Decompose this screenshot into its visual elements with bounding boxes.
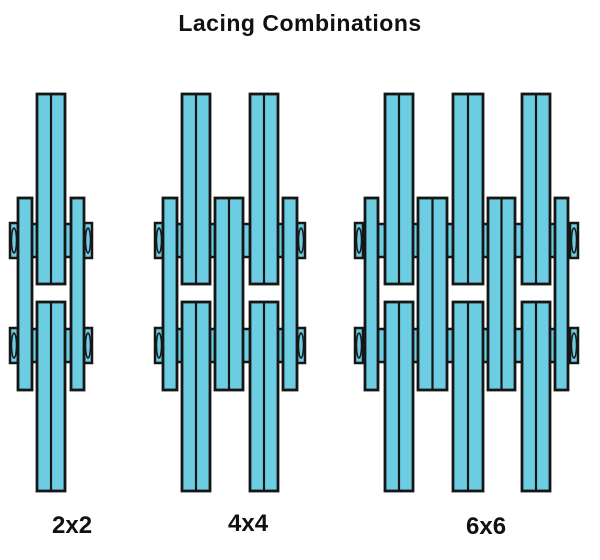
pin-end-icon — [10, 227, 18, 254]
pin-end-icon — [10, 332, 18, 359]
pin-end-icon — [297, 332, 305, 359]
pin-end-cap — [568, 326, 580, 365]
pin-end-icon — [355, 227, 363, 254]
outer-link-plate — [553, 196, 570, 392]
pin-end-icon — [155, 332, 163, 359]
pin-end-icon — [570, 332, 578, 359]
outer-link-plate — [281, 196, 299, 392]
label-4x4: 4x4 — [228, 510, 269, 537]
pin-end-cap — [353, 326, 365, 365]
pin-end-icon — [355, 332, 363, 359]
label-6x6: 6x6 — [466, 513, 507, 540]
outer-link-plate — [161, 196, 179, 392]
pin-end-icon — [84, 227, 92, 254]
label-2x2: 2x2 — [52, 512, 93, 539]
pin-end-cap — [568, 221, 580, 260]
outer-link-plate — [363, 196, 380, 392]
pin-end-icon — [570, 227, 578, 254]
outer-link-plate — [69, 196, 86, 392]
diagram-title: Lacing Combinations — [178, 10, 422, 36]
pin-end-icon — [84, 332, 92, 359]
pin-end-icon — [297, 227, 305, 254]
pin-end-icon — [155, 227, 163, 254]
pin-end-cap — [353, 221, 365, 260]
outer-link-plate — [16, 196, 34, 392]
